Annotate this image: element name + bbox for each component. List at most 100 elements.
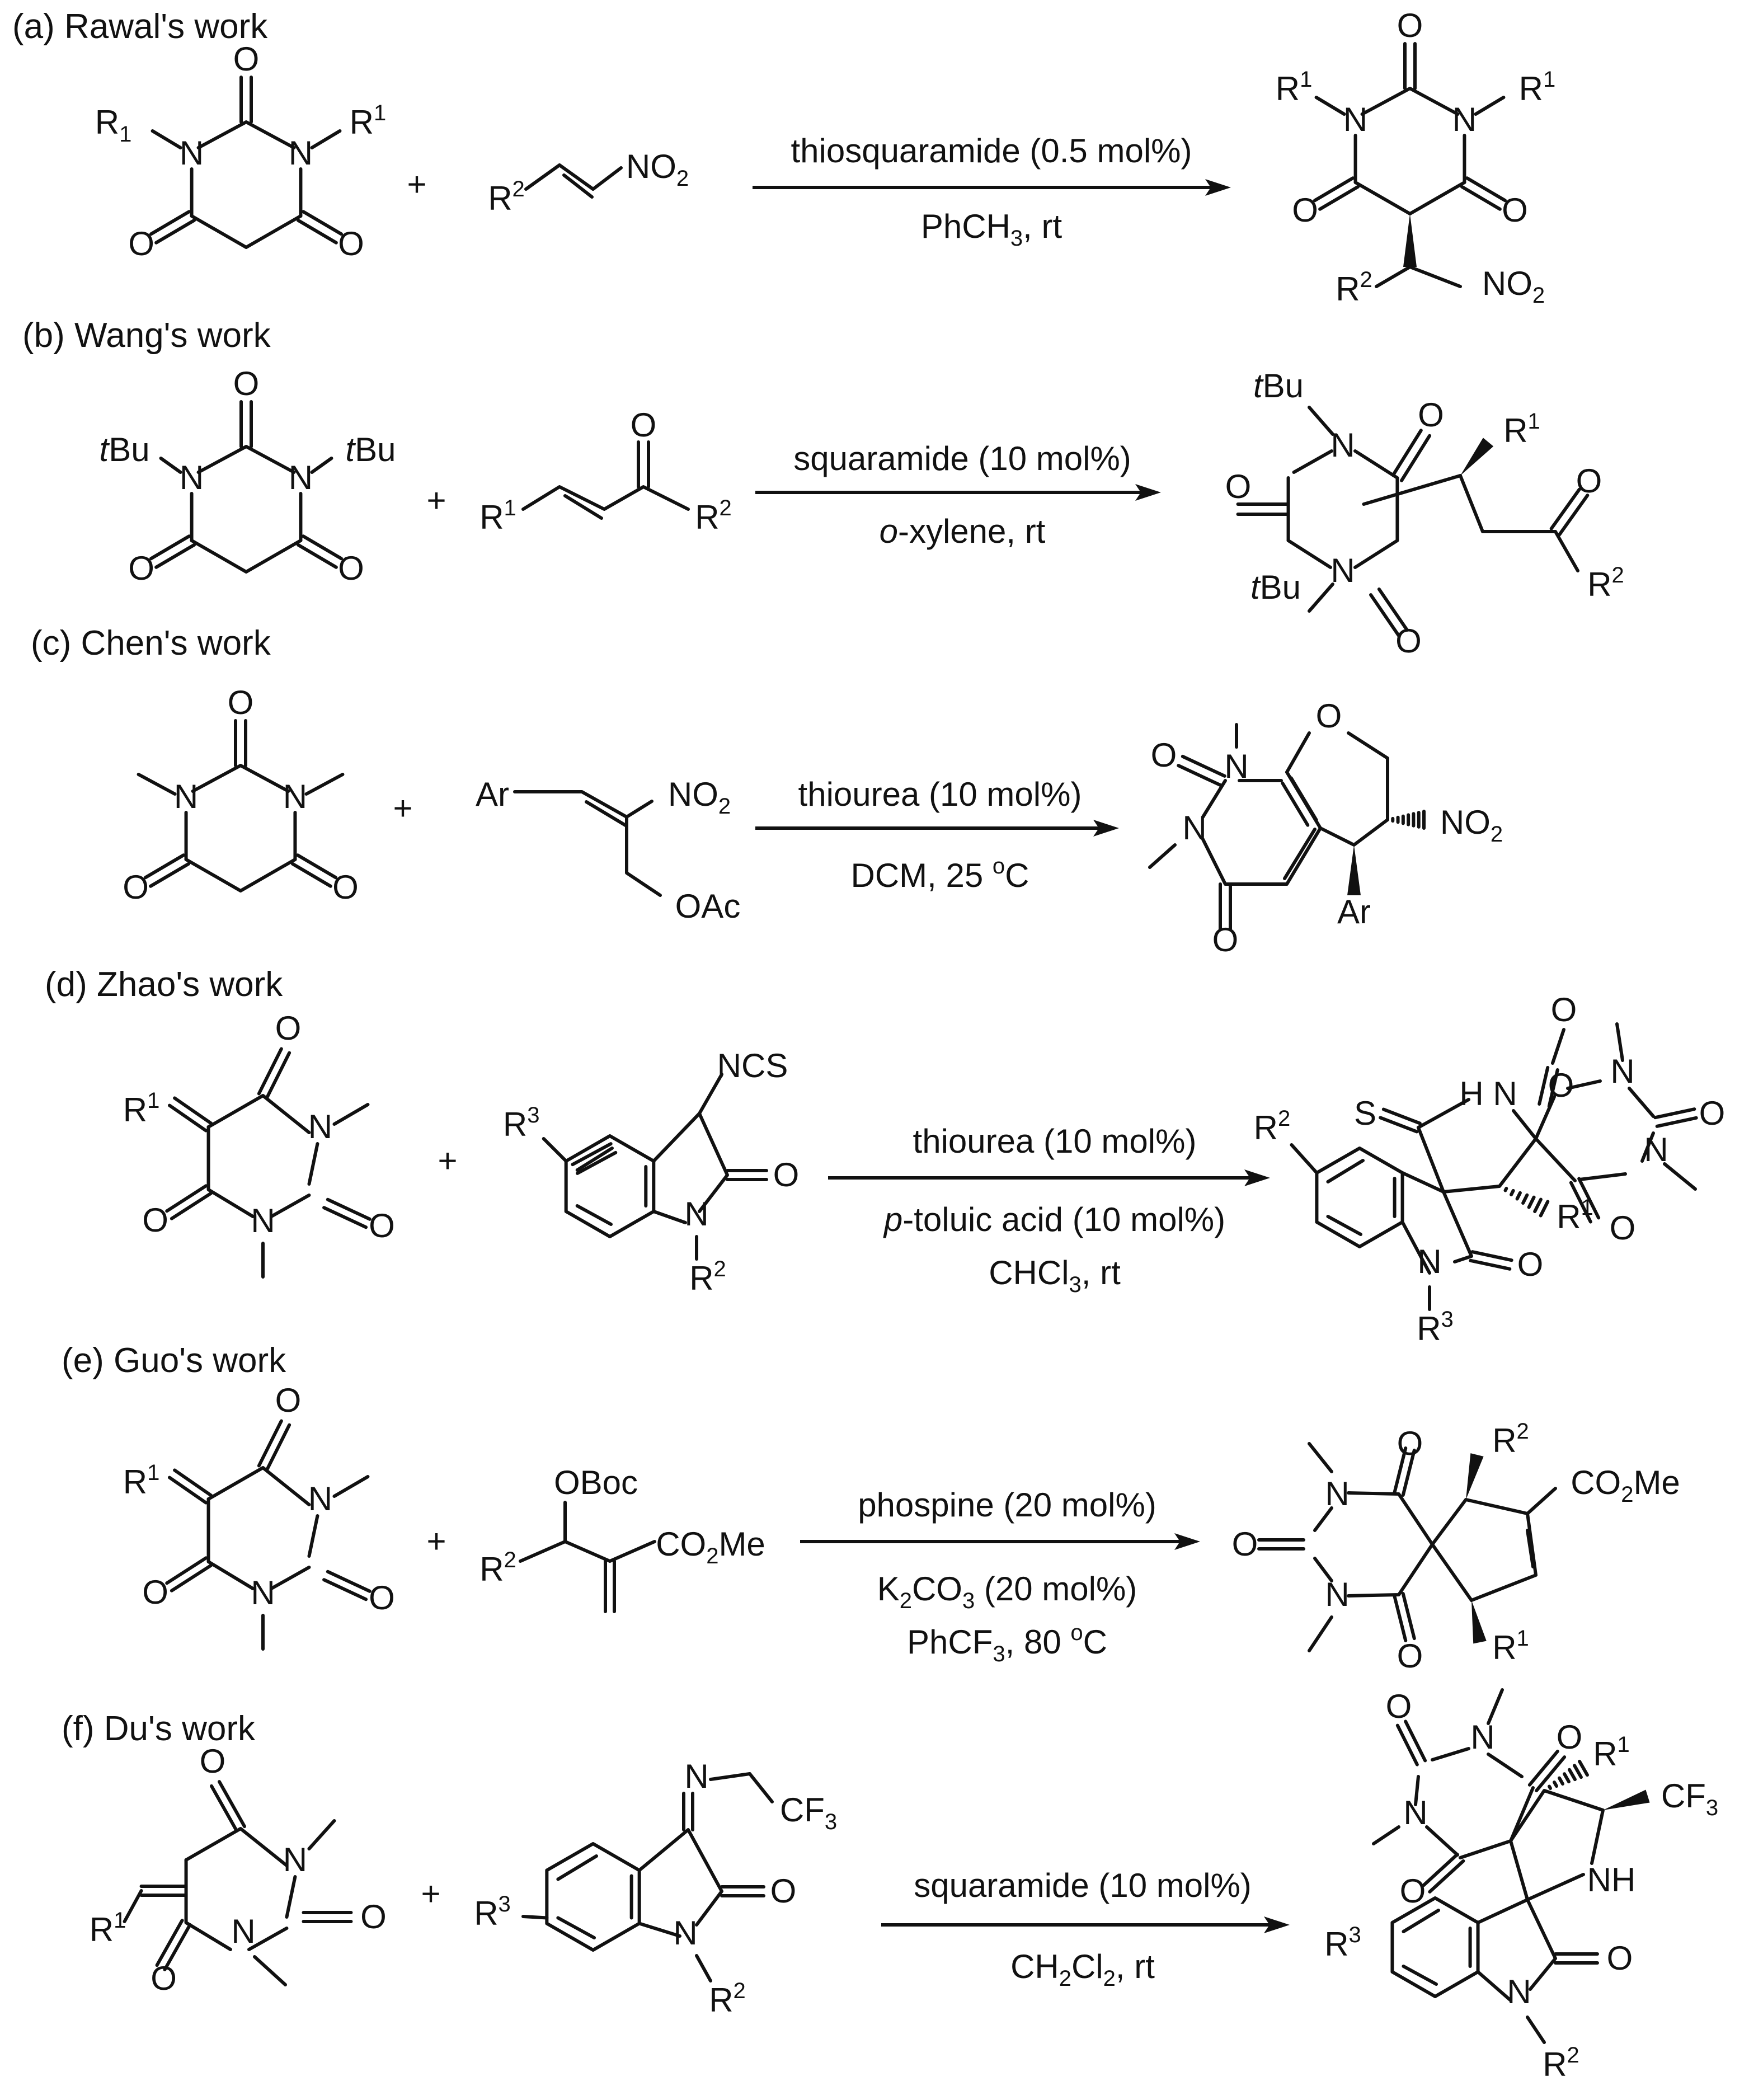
bond-line bbox=[1313, 1557, 1333, 1582]
wedge-bond bbox=[1403, 214, 1417, 267]
atom-label: O bbox=[1418, 396, 1444, 434]
bond-line bbox=[1549, 487, 1581, 530]
reaction-arrows bbox=[753, 179, 1290, 1933]
bond-line bbox=[265, 1051, 292, 1100]
atom-label: OBoc bbox=[554, 1464, 638, 1501]
condition-text: K2CO3 (20 mol%) bbox=[877, 1570, 1137, 1613]
bond-line bbox=[1512, 1109, 1538, 1140]
bond-path bbox=[1201, 838, 1289, 886]
bond-line bbox=[1573, 1764, 1583, 1779]
bond-line bbox=[296, 853, 338, 880]
bond-line bbox=[1470, 1250, 1513, 1262]
bond-path bbox=[191, 764, 290, 793]
bond-line bbox=[1551, 1028, 1565, 1065]
bond-line bbox=[137, 773, 177, 796]
bond-line bbox=[1308, 1442, 1333, 1473]
bond-path bbox=[521, 485, 690, 511]
bond-line bbox=[1408, 265, 1462, 288]
atom-label: O bbox=[1397, 7, 1423, 44]
bond-line bbox=[1628, 1087, 1655, 1118]
atom-label: R1 bbox=[1519, 67, 1556, 107]
atom-label: N bbox=[174, 778, 198, 815]
bond-line bbox=[542, 1137, 568, 1163]
bond-line bbox=[1422, 1853, 1459, 1887]
atom-label: R1 bbox=[1492, 1626, 1529, 1666]
bond-path bbox=[519, 1540, 656, 1563]
panel-label: (e) Guo's work bbox=[62, 1341, 286, 1380]
bond-line bbox=[1393, 1594, 1408, 1642]
atom-label: O bbox=[631, 406, 657, 444]
bond-lines bbox=[123, 42, 1698, 2044]
bond-line bbox=[170, 1563, 213, 1592]
bond-line bbox=[748, 1772, 774, 1803]
bond-line bbox=[1558, 1776, 1564, 1786]
bond-path bbox=[1442, 1137, 1538, 1194]
atom-label: O bbox=[338, 225, 364, 262]
atom-label: O bbox=[200, 1742, 226, 1780]
bond-path bbox=[1353, 449, 1399, 569]
bond-path bbox=[206, 1094, 311, 1134]
bond-line bbox=[326, 1570, 372, 1593]
bond-line bbox=[1568, 1768, 1577, 1782]
atom-label: tBu bbox=[1253, 367, 1304, 405]
bond-line bbox=[1526, 1487, 1557, 1515]
bond-line bbox=[304, 773, 345, 796]
bond-line bbox=[1563, 1772, 1571, 1784]
bond-line bbox=[1379, 1116, 1419, 1134]
bond-path bbox=[1526, 1873, 1585, 1901]
atom-label: N bbox=[1610, 1053, 1634, 1090]
bond-path bbox=[190, 539, 303, 574]
atom-label: N bbox=[1325, 1475, 1349, 1512]
bond-line bbox=[257, 1047, 283, 1096]
atom-label: O bbox=[1395, 622, 1422, 660]
bond-line bbox=[168, 1476, 208, 1505]
bond-line bbox=[1404, 1720, 1427, 1763]
atom-label: R2 bbox=[695, 496, 732, 536]
bond-line bbox=[585, 800, 627, 827]
atom-label: O bbox=[1316, 697, 1342, 735]
atom-label: N bbox=[1403, 1794, 1427, 1831]
atom-label: R3 bbox=[503, 1103, 540, 1143]
bond-line bbox=[1425, 1825, 1459, 1857]
bond-line bbox=[143, 853, 185, 880]
bond-line bbox=[563, 494, 603, 520]
bond-line bbox=[1401, 1448, 1416, 1497]
atom-label: O bbox=[1386, 1688, 1412, 1725]
bond-line bbox=[253, 1955, 287, 1986]
bond-line bbox=[257, 1419, 283, 1468]
bond-line bbox=[123, 1889, 143, 1923]
bond-line bbox=[149, 534, 191, 561]
atom-label: N bbox=[289, 134, 313, 172]
condition-text: o-xylene, rt bbox=[880, 513, 1046, 550]
atom-label: O bbox=[1397, 1425, 1423, 1462]
plus-sign: + bbox=[426, 482, 446, 519]
bond-line bbox=[521, 1915, 549, 1920]
condition-text: DCM, 25 oC bbox=[851, 854, 1029, 894]
bond-path bbox=[652, 1112, 729, 1213]
bond-line bbox=[290, 862, 332, 888]
bond-line bbox=[1577, 1177, 1601, 1220]
bond-line bbox=[285, 1875, 297, 1919]
bond-line bbox=[307, 1142, 319, 1186]
bond-line bbox=[322, 1206, 368, 1229]
bond-line bbox=[1534, 1137, 1577, 1182]
bond-path bbox=[184, 858, 297, 892]
bond-line bbox=[1535, 1755, 1567, 1793]
bond-line bbox=[149, 862, 191, 888]
bond-line bbox=[1578, 1759, 1589, 1777]
atom-label: tBu bbox=[100, 431, 150, 468]
atom-label: N bbox=[1182, 809, 1206, 847]
bond-line bbox=[1527, 1749, 1559, 1787]
bond-line bbox=[575, 1150, 618, 1175]
bond-line bbox=[310, 129, 342, 149]
plus-sign: + bbox=[407, 166, 426, 203]
atom-label: NCS bbox=[717, 1047, 788, 1084]
atom-label: R1 bbox=[350, 101, 387, 141]
bond-line bbox=[296, 543, 338, 569]
bond-path bbox=[1417, 1098, 1470, 1194]
bond-line bbox=[151, 129, 182, 149]
atom-label: N bbox=[180, 459, 204, 496]
atom-label: N bbox=[1343, 101, 1367, 138]
plus-sign: + bbox=[438, 1142, 457, 1180]
bond-line bbox=[625, 800, 653, 819]
